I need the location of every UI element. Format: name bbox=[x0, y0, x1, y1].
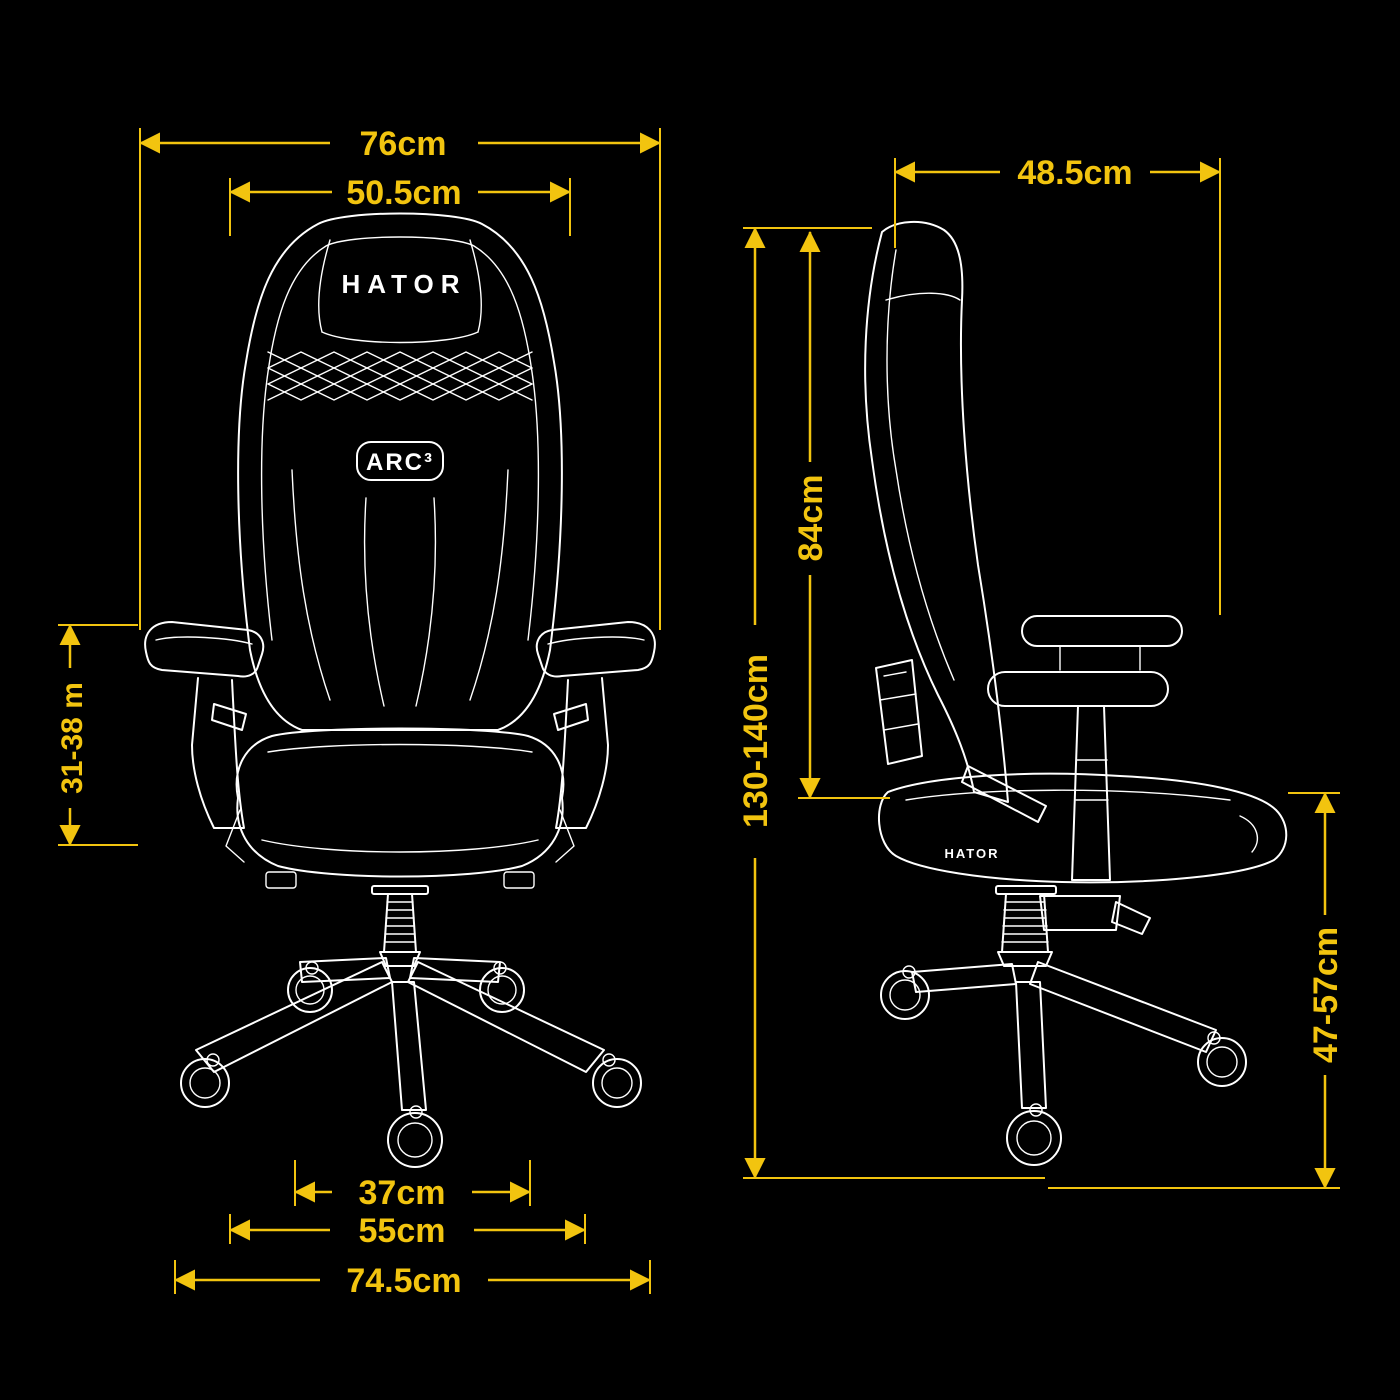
dim-backrest-width: 50.5cm bbox=[228, 174, 572, 236]
gas-lift-front bbox=[371, 885, 429, 967]
dim-label-seat-depth: 48.5cm bbox=[1017, 154, 1132, 192]
center-seam-left bbox=[363, 497, 385, 707]
dim-label-seat-width: 55cm bbox=[359, 1212, 446, 1250]
seat-cushion-front bbox=[225, 727, 575, 889]
headrest-side-seam bbox=[885, 292, 961, 301]
lumbar-adjuster bbox=[875, 659, 923, 765]
backrest-inner-seam bbox=[260, 236, 540, 641]
headrest-seam-left bbox=[318, 239, 331, 333]
dim-label-armrest-height: 31-38 m bbox=[56, 682, 89, 794]
dim-label-seat-height: 47-57cm bbox=[1307, 927, 1345, 1063]
front-view-chair: HATOR ARC³ bbox=[144, 212, 656, 1168]
dim-base-inner: 37cm bbox=[293, 1160, 532, 1212]
dim-label-base-inner: 37cm bbox=[359, 1174, 446, 1212]
backrest-outline bbox=[237, 212, 563, 731]
dim-armrest-height: 31-38 m bbox=[56, 623, 138, 847]
model-badge-text: ARC³ bbox=[366, 449, 434, 476]
side-view-chair: HATOR bbox=[864, 220, 1288, 1166]
dim-label-base-width: 74.5cm bbox=[346, 1262, 461, 1300]
bolster-seam-left bbox=[291, 469, 331, 701]
dim-base-width: 74.5cm bbox=[173, 1260, 652, 1300]
side-brand-logo: HATOR bbox=[944, 846, 999, 861]
dim-label-overall-height: 130-140cm bbox=[737, 654, 775, 828]
seat-cushion-side: HATOR bbox=[878, 772, 1288, 884]
bolster-seam-right bbox=[469, 469, 509, 701]
base-side bbox=[880, 961, 1247, 1166]
dim-seat-width: 55cm bbox=[228, 1212, 587, 1250]
dim-label-overall-width: 76cm bbox=[360, 125, 447, 163]
armrest-side bbox=[961, 615, 1183, 881]
left-armrest bbox=[144, 621, 265, 829]
dim-seat-depth: 48.5cm bbox=[893, 154, 1222, 615]
gas-lift-side bbox=[995, 885, 1151, 967]
dim-label-backrest-width: 50.5cm bbox=[346, 174, 461, 212]
dim-seat-height: 47-57cm bbox=[1048, 791, 1345, 1190]
lattice-stitch-pattern bbox=[267, 351, 533, 401]
headrest-seam-bottom bbox=[321, 331, 479, 344]
base-front bbox=[180, 957, 642, 1168]
model-badge-outline bbox=[356, 441, 444, 481]
dim-overall-height: 130-140cm bbox=[737, 226, 1045, 1180]
dim-backrest-height: 84cm bbox=[792, 230, 890, 800]
backrest-side-outline bbox=[864, 220, 1009, 803]
right-armrest bbox=[535, 621, 656, 829]
dim-overall-width: 76cm bbox=[138, 125, 662, 630]
front-brand-logo: HATOR bbox=[341, 269, 466, 299]
backrest-side-seam bbox=[886, 249, 955, 681]
dim-label-backrest-height: 84cm bbox=[792, 475, 830, 562]
headrest-seam-right bbox=[469, 239, 482, 333]
center-seam-right bbox=[415, 497, 437, 707]
